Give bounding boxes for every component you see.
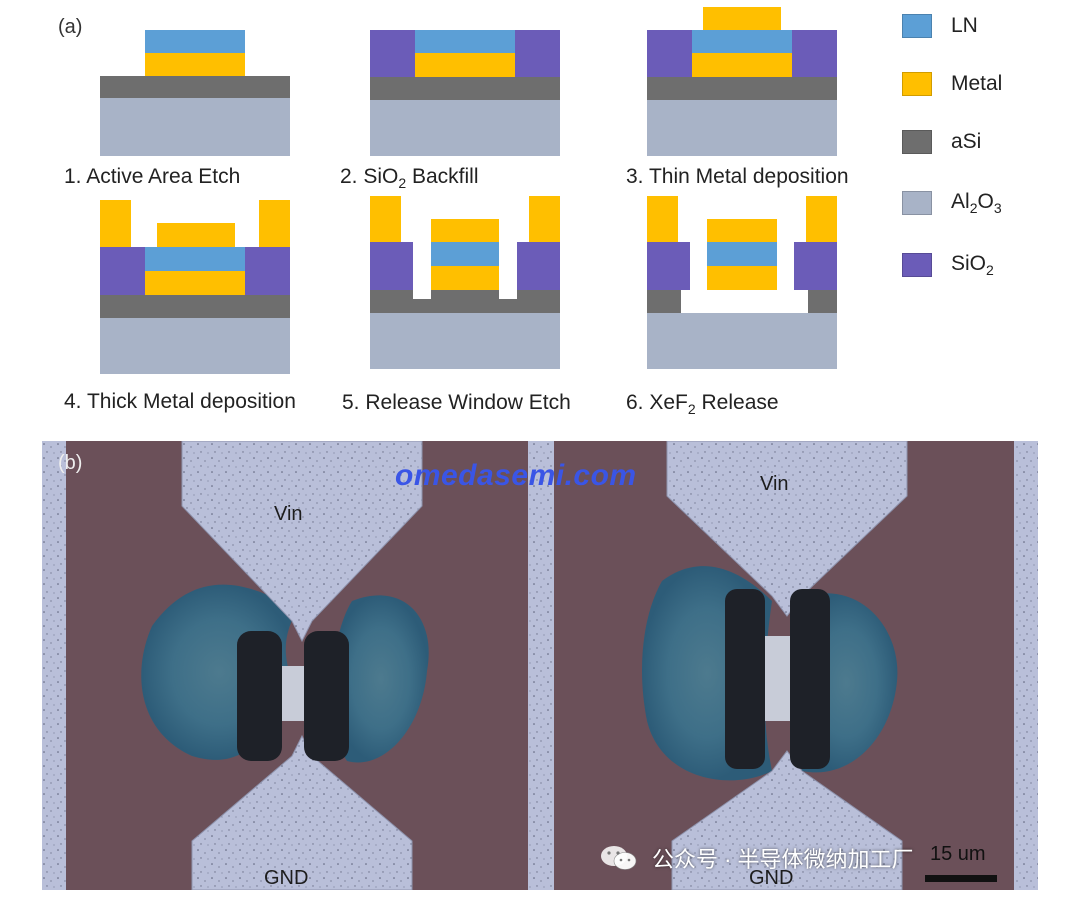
sio2-layer-right [794, 242, 837, 290]
vin-label-left: Vin [274, 503, 303, 525]
resonator-right [765, 636, 790, 721]
al2o3-layer [100, 318, 290, 374]
metal-layer [145, 53, 245, 76]
gnd-pad-right [671, 750, 903, 890]
vin-pad-left [181, 441, 423, 643]
al2o3-layer [370, 313, 560, 369]
thick-metal-right [529, 196, 560, 242]
metal-layer [707, 266, 777, 290]
wechat-text: 公众号 · 半导体微纳加工厂 [652, 847, 914, 872]
release-window-left-a [237, 631, 282, 761]
thin-metal-layer [431, 219, 499, 242]
device-right [642, 441, 908, 890]
release-window-left-b [304, 631, 349, 761]
ln-layer [145, 247, 245, 271]
legend-item-metal: Metal [902, 72, 1002, 96]
gnd-label-right: GND [749, 867, 794, 889]
legend-label-sio2: SiO2 [951, 252, 994, 279]
device-left [141, 441, 429, 890]
sio2-layer-left [370, 242, 413, 290]
al2o3-layer [647, 100, 837, 156]
metal-layer [692, 53, 792, 77]
ln-layer [692, 30, 792, 53]
legend-item-ln: LN [902, 14, 978, 38]
metal-layer [145, 271, 245, 295]
al2o3-layer [647, 313, 837, 369]
asi-layer [100, 76, 290, 98]
vin-label-right: Vin [760, 473, 789, 495]
panel-a-label: (a) [58, 16, 83, 38]
legend-label-asi: aSi [951, 130, 982, 153]
thin-metal-layer [707, 219, 777, 242]
release-window-right [499, 290, 517, 299]
rail-right [1014, 441, 1038, 890]
asi-layer [100, 295, 290, 318]
thick-metal-left [647, 196, 678, 242]
rail-left [42, 441, 66, 890]
resonator-left [282, 666, 304, 721]
legend-swatch-metal [902, 72, 932, 96]
thin-metal-layer [157, 223, 235, 247]
step-2-caption: 2. SiO2 Backfill [340, 165, 479, 192]
legend-item-al2o3: Al2O3 [902, 190, 1002, 216]
micrograph-image [42, 441, 1038, 890]
legend-label-ln: LN [951, 14, 978, 37]
release-pool-right [332, 595, 429, 763]
legend-label-al2o3: Al2O3 [951, 190, 1002, 217]
panel-b-label: (b) [58, 452, 83, 474]
metal-layer [431, 266, 499, 290]
ln-layer [707, 242, 777, 266]
scale-bar-label: 15 um [930, 843, 986, 865]
wechat-icon [601, 846, 637, 870]
thick-metal-left [370, 196, 401, 242]
watermark-text: omedasemi.com [395, 459, 637, 492]
thick-metal-right [806, 196, 837, 242]
step-3-caption: 3. Thin Metal deposition [626, 165, 849, 188]
ln-layer [415, 30, 515, 53]
sio2-layer-left [100, 247, 145, 295]
sio2-layer-left [647, 242, 690, 290]
al2o3-layer [370, 100, 560, 156]
asi-layer [647, 77, 837, 100]
step-1-caption: 1. Active Area Etch [64, 165, 241, 188]
sio2-layer-right [517, 242, 560, 290]
thin-metal-layer [703, 7, 781, 30]
sio2-layer-right [792, 30, 837, 77]
wechat-watermark: 公众号 · 半导体微纳加工厂 [600, 842, 914, 874]
asi-remaining-left [647, 290, 681, 313]
asi-remaining-right [808, 290, 837, 313]
legend-swatch-ln [902, 14, 932, 38]
thick-metal-right [259, 200, 290, 247]
metal-layer [415, 53, 515, 77]
step-5-caption: 5. Release Window Etch [342, 391, 571, 414]
legend-item-sio2: SiO2 [902, 252, 994, 278]
sio2-layer-right [515, 30, 560, 77]
asi-layer [370, 77, 560, 100]
release-window-left [413, 290, 431, 299]
al2o3-layer [100, 98, 290, 156]
ln-layer [431, 242, 499, 266]
gnd-label-left: GND [264, 867, 309, 889]
sio2-layer-right [245, 247, 290, 295]
legend-item-asi: aSi [902, 130, 981, 154]
asi-layer [370, 290, 560, 313]
release-window-right-a [725, 589, 765, 769]
rail-center [528, 441, 554, 890]
legend-label-metal: Metal [951, 72, 1003, 95]
sio2-layer-left [370, 30, 415, 77]
sio2-layer-left [647, 30, 692, 77]
scale-bar [925, 875, 997, 882]
ln-layer [145, 30, 245, 53]
thick-metal-left [100, 200, 131, 247]
legend-swatch-al2o3 [902, 191, 932, 216]
release-window-right-b [790, 589, 830, 769]
legend-swatch-sio2 [902, 253, 932, 278]
legend-swatch-asi [902, 130, 932, 154]
step-4-caption: 4. Thick Metal deposition [64, 390, 296, 413]
gnd-pad-left [191, 734, 413, 890]
step-6-caption: 6. XeF2 Release [626, 391, 779, 418]
